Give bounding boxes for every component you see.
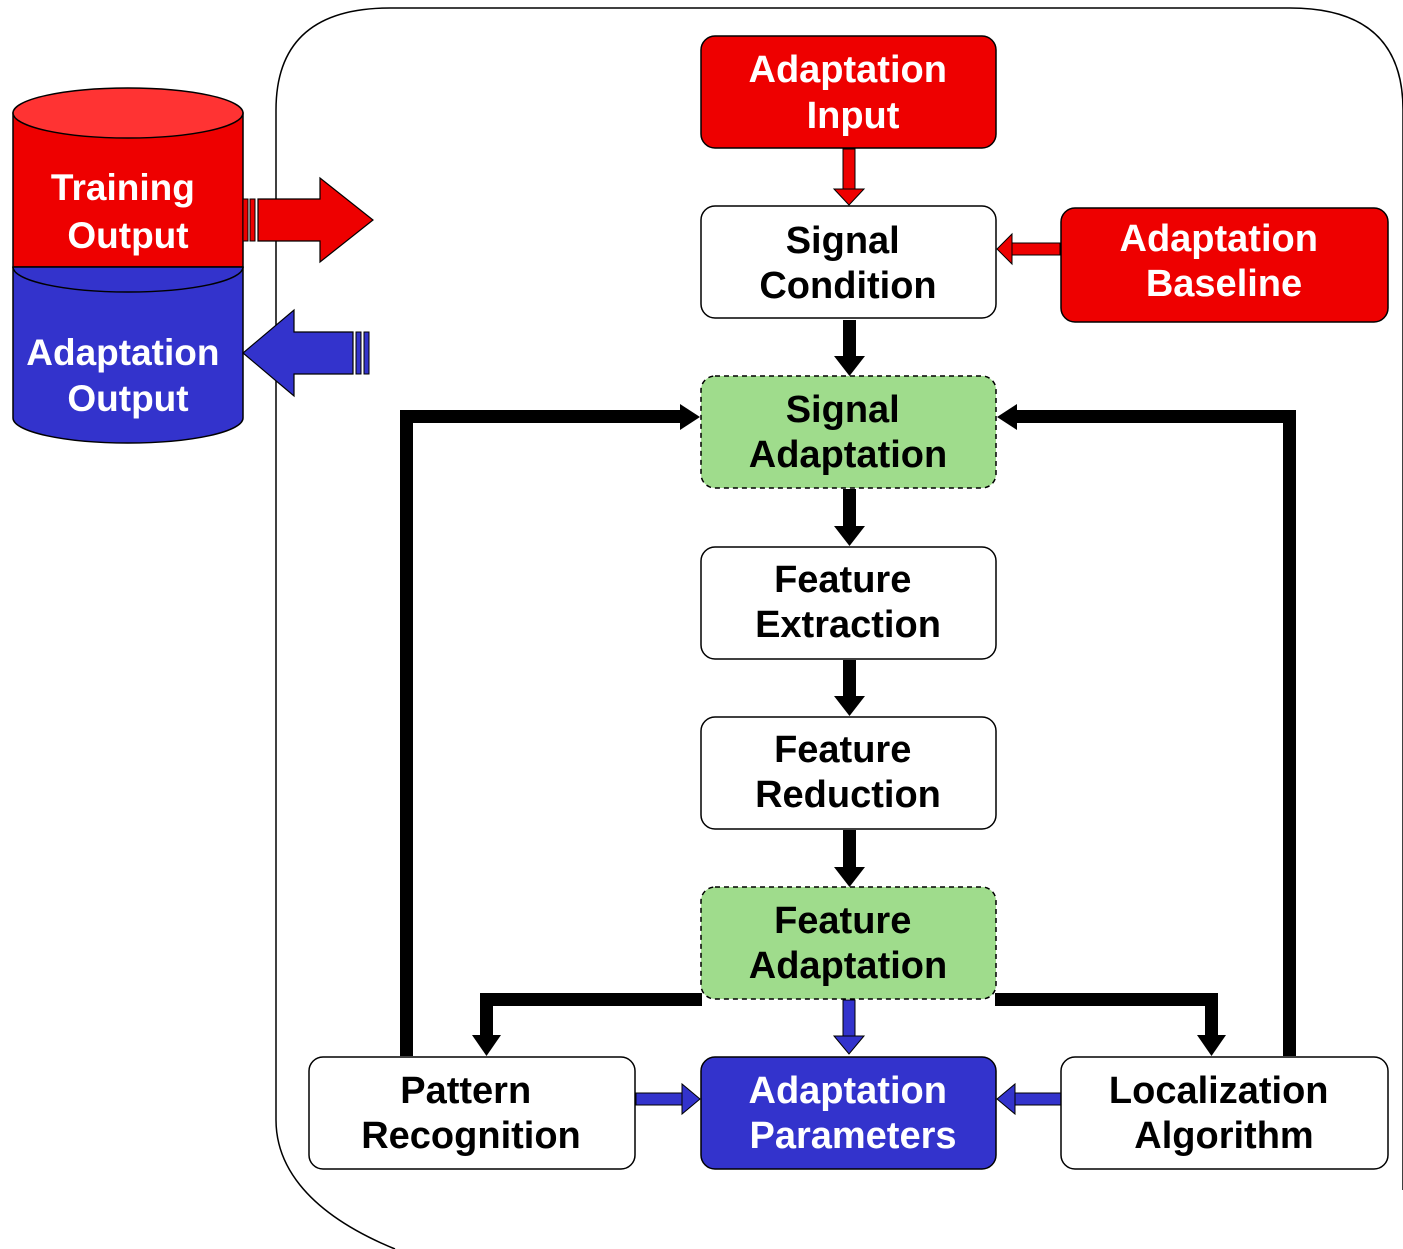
data-store-cylinder: Training Output Adaptation Output: [12, 87, 244, 444]
feedback-left: [400, 404, 700, 1056]
svg-text:Signal Adaptation: Signal Adaptation: [749, 389, 947, 476]
node-pattern-recognition[interactable]: Pattern Recognition: [308, 1056, 636, 1170]
node-feature-reduction[interactable]: Feature Reduction: [700, 716, 997, 830]
svg-text:Adaptation Baseline: Adaptation Baseline: [1120, 218, 1329, 305]
node-adaptation-input[interactable]: Adaptation Input: [700, 35, 997, 149]
node-feature-extraction[interactable]: Feature Extraction: [700, 546, 997, 660]
svg-text:Adaptation Parameters: Adaptation Parameters: [749, 1070, 958, 1157]
main-flow-arrows: [834, 320, 865, 887]
node-signal-condition[interactable]: Signal Condition: [700, 205, 997, 319]
svg-text:Signal Condition: Signal Condition: [759, 220, 936, 307]
svg-text:Feature Reduction: Feature Reduction: [755, 729, 941, 816]
svg-text:Pattern Recognition: Pattern Recognition: [361, 1070, 581, 1157]
node-localization-algorithm[interactable]: Localization Algorithm: [1060, 1056, 1389, 1170]
training-output-label: Training Output: [51, 167, 205, 256]
parameter-arrows: [635, 999, 1062, 1116]
adaptation-output-label: Adaptation Output: [26, 332, 229, 419]
node-signal-adaptation[interactable]: Signal Adaptation: [700, 375, 997, 489]
adaptation-output-arrow: [242, 308, 370, 398]
feedback-right: [997, 404, 1296, 1056]
input-to-condition-arrow: [832, 148, 866, 206]
system-boundary: [275, 7, 1403, 1249]
feature-adaptation-branches: [472, 993, 1226, 1056]
node-adaptation-parameters[interactable]: Adaptation Parameters: [700, 1056, 997, 1170]
svg-text:Adaptation Input: Adaptation Input: [749, 49, 958, 137]
node-feature-adaptation[interactable]: Feature Adaptation: [700, 886, 997, 1000]
training-output-arrow: [242, 176, 374, 264]
node-adaptation-baseline[interactable]: Adaptation Baseline: [1060, 207, 1389, 323]
svg-text:Feature Extraction: Feature Extraction: [755, 559, 941, 646]
svg-text:Feature Adaptation: Feature Adaptation: [749, 900, 947, 987]
baseline-to-condition-arrow: [996, 232, 1061, 266]
svg-text:Localization Algorithm: Localization Algorithm: [1109, 1070, 1339, 1157]
